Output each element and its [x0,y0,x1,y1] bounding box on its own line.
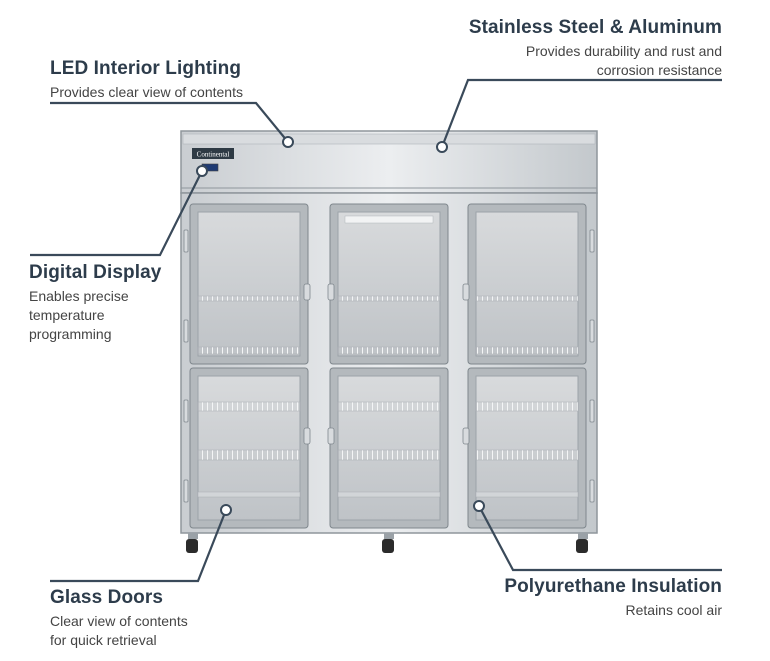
callout-led-lighting: LED Interior Lighting Provides clear vie… [50,58,243,102]
leader-dots [196,136,485,516]
leader-glass [50,509,228,583]
door-section-center [329,203,449,529]
door-handles [183,229,595,503]
leader-led [50,101,289,143]
door-section-right [467,203,587,529]
feature-title: Stainless Steel & Aluminum [468,17,722,38]
feature-title: LED Interior Lighting [50,58,242,79]
leader-steel [440,78,722,148]
leader-lines [30,78,722,583]
leader-insulation [478,505,722,572]
callout-stainless-steel: Stainless Steel & Aluminum Provides dura… [402,17,722,80]
feature-desc: Provides clear view of contents [50,84,243,100]
feature-desc: Retains cool air [625,602,723,618]
callout-polyurethane-insulation: Polyurethane Insulation Retains cool air [402,576,722,620]
feature-title: Glass Doors [50,587,164,608]
feature-title: Digital Display [29,262,162,283]
leader-display [30,170,203,257]
feature-title: Polyurethane Insulation [504,576,722,597]
brand-logo [192,148,234,159]
casters [186,533,588,553]
svg-text:Continental: Continental [197,151,230,159]
door-section-left [189,203,309,529]
